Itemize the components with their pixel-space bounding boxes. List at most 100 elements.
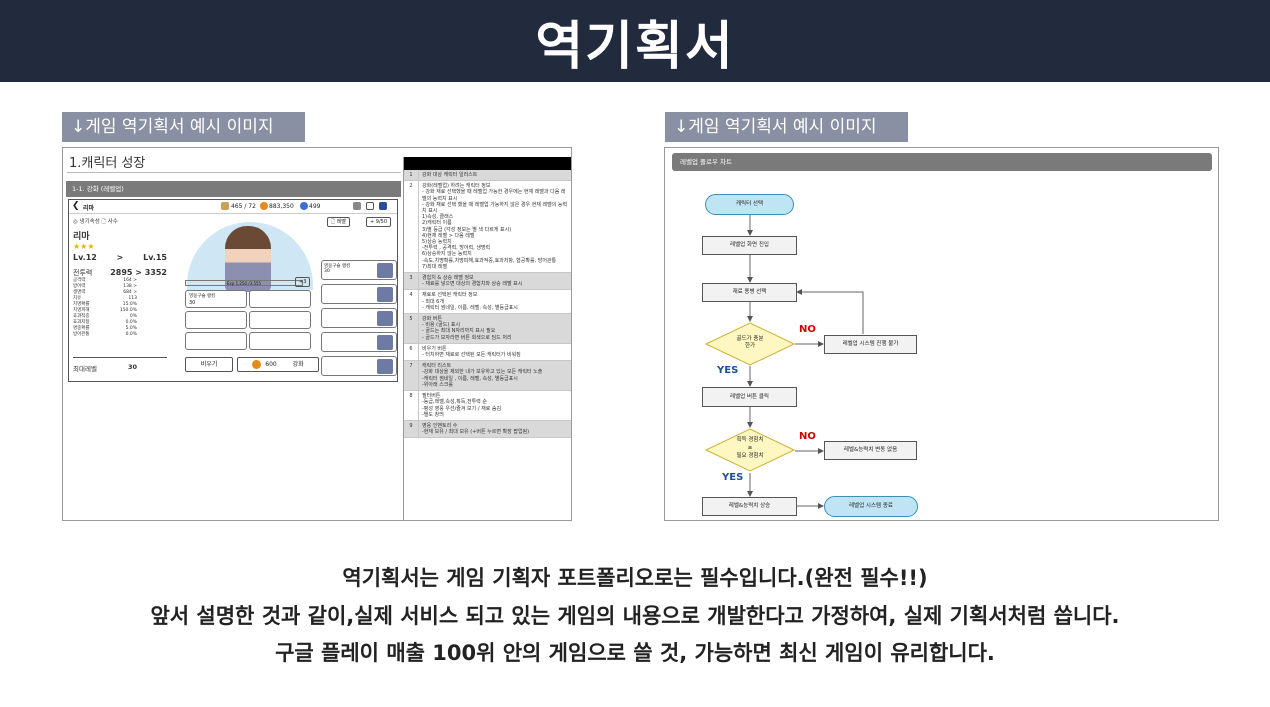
spec-row-text: 재료로 선택된 캐릭터 정보 - 최대 6개 - 캐릭터 썸네일, 이름, 레벨… [422,292,518,311]
list-item-count: 30 [324,269,330,274]
exp-decision-line1: 획득 경험치 [736,437,764,443]
character-list-item[interactable] [321,332,397,352]
gold-decision-line1: 골드가 충분 [736,336,764,342]
spec-table-header [404,157,571,170]
description-line-1: 역기획서는 게임 기획자 포트폴리오로는 필수입니다.(완전 필수!!) [342,566,928,590]
spec-row-number: 3 [404,273,419,290]
stat-name: 명중확률 [73,326,90,331]
stat-name: 치명피해 [73,308,90,313]
no-label: NO [799,324,816,335]
stamina-icon [221,202,229,210]
stat-name: 치명확률 [73,302,90,307]
flowchart-header: 레벨업 플로우 차트 [672,153,1212,171]
gold-value: 883,350 [269,203,294,210]
character-info: ◎ 냉기속성 🗋 사수 리마 ★★★ Lv.12 > Lv.15 전투력 289… [73,217,167,373]
reset-button[interactable]: 비우기 [185,357,233,372]
upgrade-cost: 600 [265,361,277,368]
example-image-character-growth: 1.캐릭터 성장 1-1. 강화 (레벨업) ❮ 리마 465 / 72 883… [62,147,572,521]
spec-row-number: 7 [404,361,419,391]
character-thumbnail [377,263,393,278]
character-list-item[interactable] [321,284,397,304]
stat-name: 방어력 [73,284,86,289]
max-level-label: 최대레벨 [73,365,97,373]
spec-row-number: 4 [404,290,419,314]
material-slot[interactable] [185,332,247,350]
inventory-expand-button[interactable]: + 9/50 [366,217,392,227]
stat-value: 15.0% [122,302,137,307]
level-change: Lv.12 > Lv.15 [73,253,167,262]
doc-divider [67,172,401,173]
stat-value: 150.0% [119,308,137,313]
caption-right: ↓게임 역기획서 예시 이미지 [665,112,908,142]
exp-decision-line2: ≥ [747,445,753,451]
exp-decision-line3: 필요 경험치 [736,453,764,459]
stat-name: 방어관통 [73,332,90,337]
stat-name: 공격력 [73,278,86,283]
stat-value: 0.0% [125,332,137,337]
page-title: 역기획서 [535,16,735,77]
arrow-right-icon: > [116,253,124,262]
flow-arrows [747,215,864,509]
flow-no-change: 레벨&능력치 변동 없음 [824,441,917,460]
stat-value: 164 > [123,278,137,283]
material-slot[interactable]: 영웅구슬 랭킹 30 [185,290,247,308]
material-slot[interactable] [249,290,311,308]
flow-click-levelup: 레벨업 버튼 클릭 [702,387,797,407]
spec-row-text: 강화 버튼 - 비용 (골드) 표시 - 골드는 최대 N자리까지 표시 필요 … [422,316,512,341]
mail-icon [366,202,374,210]
yes-label: YES [717,365,739,376]
stat-value: 684 > [123,290,137,295]
exp-plus-badge: +3 [295,277,311,287]
attribute-tags: ◎ 냉기속성 🗋 사수 [73,219,118,225]
material-slot-count: 30 [189,300,196,306]
upgrade-button[interactable]: 600 강화 [237,357,319,372]
no-label: NO [799,431,816,442]
character-list-item[interactable]: 영웅구슬 랭킹 30 [321,260,397,280]
spec-row-text: 경험치 & 상승 레벨 정보 - 재료를 넣으면 대상의 경험치와 상승 레벨 … [422,275,523,288]
gold-decision-line2: 한가 [744,343,756,349]
description-line-3: 구글 플레이 매출 100위 안의 게임으로 쓸 것, 가능하면 최신 게임이 … [275,641,995,665]
character-list-item[interactable] [321,308,397,328]
spec-row-number: 5 [404,314,419,343]
star-grade-icon: ★★★ [73,242,95,251]
menu-icon [379,202,387,210]
material-slot[interactable] [249,311,311,329]
game-top-bar: ❮ 리마 465 / 72 883,350 499 [69,200,397,214]
list-item-name: 영웅구슬 랭킹 [324,264,351,269]
flow-select-material: 재료 용병 선택 [702,283,797,302]
flow-enter-screen: 레벨업 화면 진입 [702,236,797,255]
exp-bar: Exp 1,250 /3,555 [185,280,303,286]
game-ui-mockup: ❮ 리마 465 / 72 883,350 499 ◎ 냉기속성 🗋 사수 리마… [68,199,398,382]
spec-row-text: 영웅 인벤토리 수 -현재 보유 / 최대 보유 (+버튼 누르면 확장 팝업됨… [422,422,530,436]
power-label: 전투력 [73,269,93,277]
material-slot[interactable] [249,332,311,350]
character-name: 리마 [73,232,90,242]
yes-label: YES [722,472,744,483]
spec-row-text: 비우기 버튼 - 터치하면 재료로 선택된 모든 캐릭터가 비워짐 [422,345,521,359]
title-banner: 역기획서 [0,0,1270,82]
stat-value: 5.0% [125,326,137,331]
level-filter-button[interactable]: 🗋 레벨 [327,217,350,227]
character-list-item[interactable] [321,356,397,376]
character-thumbnail [377,287,393,302]
character-thumbnail [377,359,393,374]
spec-row-number: 8 [404,391,419,420]
material-slot-label: 영웅구슬 랭킹 [189,294,216,299]
flow-start-terminal: 캐릭터 선택 [705,194,794,215]
material-slot[interactable] [185,311,247,329]
stat-row: 치명피해 150.0% [73,308,167,314]
back-arrow-icon: ❮ [72,201,80,211]
